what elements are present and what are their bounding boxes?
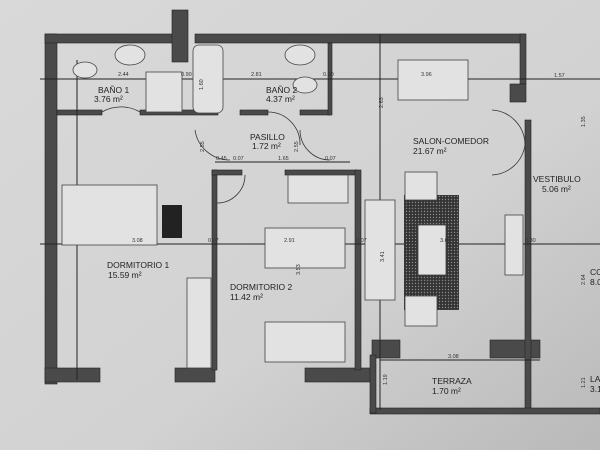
walls bbox=[44, 9, 600, 415]
toilet-icon bbox=[292, 76, 318, 94]
room-area: 15.59 m² bbox=[108, 270, 142, 280]
furniture bbox=[61, 44, 524, 369]
bed-icon bbox=[61, 184, 158, 246]
dimension-label: 3.53 bbox=[296, 264, 302, 275]
dimension-label: 0.30 bbox=[525, 238, 536, 244]
dimension-label: 3.60 bbox=[440, 238, 451, 244]
dimension-label: 0.07 bbox=[233, 156, 244, 162]
bathtub-icon bbox=[192, 44, 224, 114]
dimension-labels: 2.44 2.81 0.90 0.90 1.60 3.96 1.57 2.63 … bbox=[118, 72, 587, 388]
armchair-icon bbox=[404, 171, 438, 201]
dimension-label: 1.65 bbox=[278, 156, 289, 162]
dimension-label: 3.08 bbox=[132, 238, 143, 244]
room-area: 11.42 m² bbox=[230, 292, 263, 302]
dimension-label: 3.08 bbox=[448, 354, 459, 360]
room-area: 3.76 m² bbox=[94, 94, 123, 104]
dimension-label: 3.41 bbox=[380, 251, 386, 262]
wardrobe-icon bbox=[287, 174, 349, 204]
dimension-label: 2.55 bbox=[200, 141, 206, 152]
room-name: DORMITORIO 2 bbox=[230, 282, 292, 292]
room-name: LA bbox=[590, 374, 600, 384]
dimension-label: 0.07 bbox=[325, 156, 336, 162]
dimension-label: 0.90 bbox=[181, 72, 192, 78]
dimension-label: 0.07 bbox=[208, 238, 219, 244]
dimension-label: 1.19 bbox=[383, 374, 389, 385]
dimension-label: 3.96 bbox=[421, 72, 432, 78]
dimension-label: 0.45 bbox=[216, 156, 227, 162]
dimension-label: 2.44 bbox=[118, 72, 129, 78]
doors bbox=[101, 106, 526, 204]
room-name: DORMITORIO 1 bbox=[107, 260, 169, 270]
coffee-table-icon bbox=[417, 224, 447, 276]
dimension-label: 1.60 bbox=[199, 79, 205, 90]
wardrobe-icon bbox=[186, 277, 212, 369]
bed-icon bbox=[264, 227, 346, 269]
room-name: BAÑO 2 bbox=[266, 85, 297, 95]
dimension-label: 2.81 bbox=[251, 72, 262, 78]
sofa-icon bbox=[364, 199, 396, 301]
sink-icon bbox=[114, 44, 146, 66]
room-name: SALON-COMEDOR bbox=[413, 136, 489, 146]
dimension-label: 0.90 bbox=[323, 72, 334, 78]
dimension-label: 2.55 bbox=[294, 141, 300, 152]
room-area: 3.1 bbox=[590, 384, 600, 394]
room-area: 8.0 bbox=[590, 277, 600, 287]
tv-icon bbox=[162, 205, 182, 238]
dimension-label: 0.07 bbox=[356, 238, 367, 244]
room-name: VESTIBULO bbox=[533, 174, 581, 184]
room-name: TERRAZA bbox=[432, 376, 472, 386]
room-area: 4.37 m² bbox=[266, 94, 295, 104]
bed-icon bbox=[264, 321, 346, 363]
room-name: PASILLO bbox=[250, 132, 285, 142]
cabinet-icon bbox=[504, 214, 524, 276]
dimension-label: 2.64 bbox=[581, 274, 587, 285]
room-area: 1.72 m² bbox=[252, 141, 281, 151]
room-name: CO bbox=[590, 267, 600, 277]
room-area: 5.06 m² bbox=[542, 184, 571, 194]
room-area: 21.67 m² bbox=[413, 146, 447, 156]
armchair-icon bbox=[404, 295, 438, 327]
room-area: 1.70 m² bbox=[432, 386, 461, 396]
shower-icon bbox=[145, 71, 183, 113]
room-name: BAÑO 1 bbox=[98, 85, 129, 95]
dining-table-icon bbox=[397, 59, 469, 101]
sink-icon bbox=[284, 44, 316, 66]
dimension-label: 1.35 bbox=[581, 116, 587, 127]
dimension-label: 2.91 bbox=[284, 238, 295, 244]
dimension-label: 1.57 bbox=[554, 73, 565, 79]
dimension-label: 1.21 bbox=[581, 377, 587, 388]
dimension-label: 2.63 bbox=[379, 97, 385, 108]
toilet-icon bbox=[72, 61, 98, 79]
